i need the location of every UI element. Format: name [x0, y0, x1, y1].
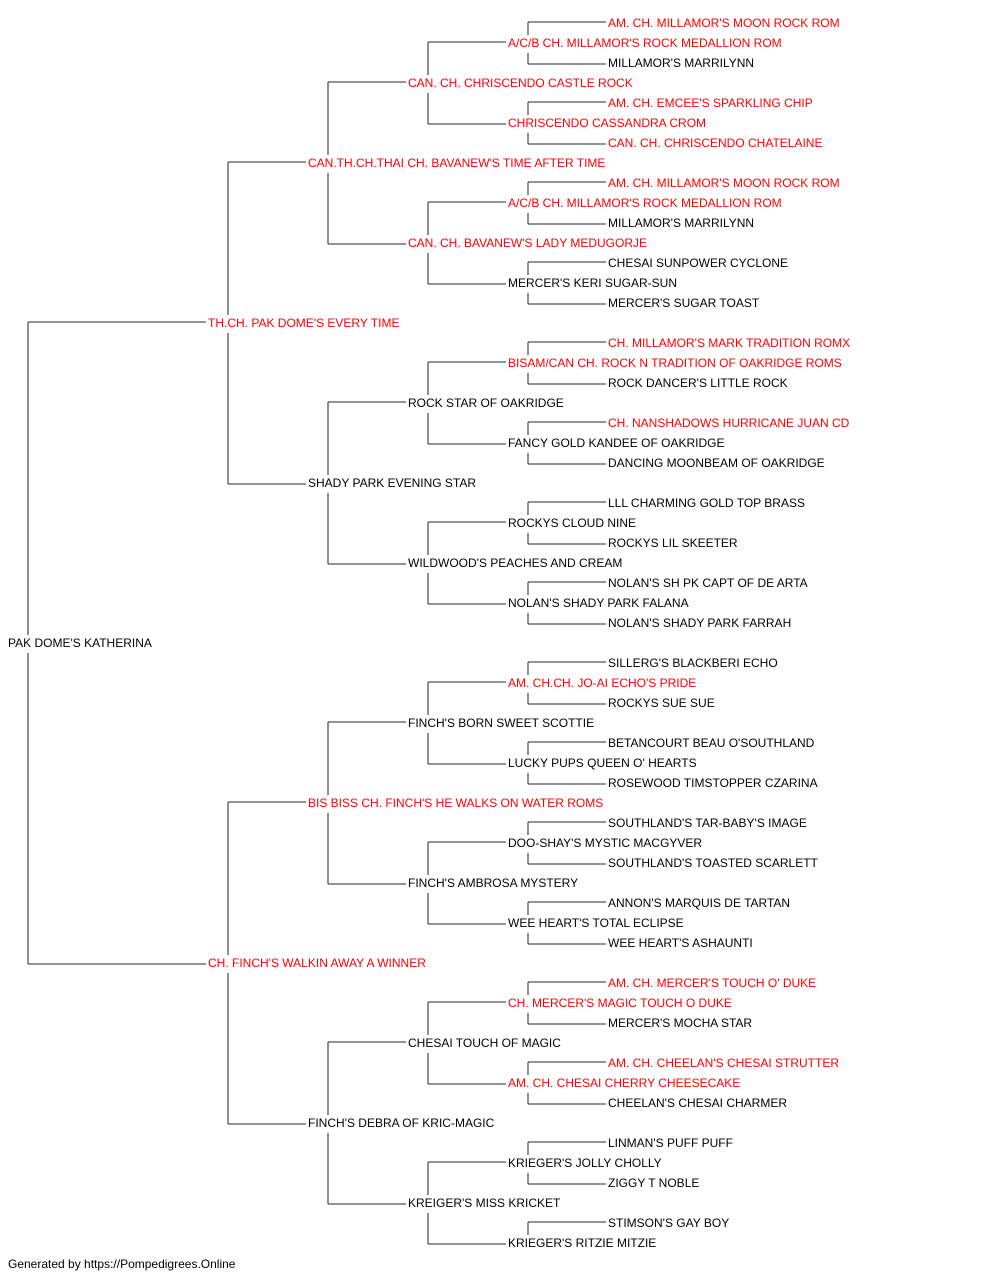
dog-name-root-dam-sire-dam-dam-sire[interactable]: ANNON'S MARQUIS DE TARTAN: [608, 896, 790, 910]
dog-name-root-sire-sire[interactable]: CAN.TH.CH.THAI CH. BAVANEW'S TIME AFTER …: [308, 156, 605, 170]
dog-name-root-sire-dam-dam-dam-sire[interactable]: NOLAN'S SH PK CAPT OF DE ARTA: [608, 576, 808, 590]
dog-name-root-sire-dam-sire-sire-dam[interactable]: ROCK DANCER'S LITTLE ROCK: [608, 376, 788, 390]
dog-name-root-dam-sire-sire-dam-sire[interactable]: BETANCOURT BEAU O'SOUTHLAND: [608, 736, 815, 750]
dog-name-root-sire-sire-sire-dam[interactable]: CHRISCENDO CASSANDRA CROM: [508, 116, 706, 130]
dog-name-root-dam-sire-sire-sire[interactable]: AM. CH.CH. JO-AI ECHO'S PRIDE: [508, 676, 696, 690]
pedigree-tree: PAK DOME'S KATHERINA TH.CH. PAK DOME'S EV…: [8, 16, 850, 1250]
dog-name-root-sire-sire-dam-sire-sire[interactable]: AM. CH. MILLAMOR'S MOON ROCK ROM: [608, 176, 840, 190]
dog-name-root-dam[interactable]: CH. FINCH'S WALKIN AWAY A WINNER: [208, 956, 426, 970]
dog-name-root-dam-sire-dam-sire[interactable]: DOO-SHAY'S MYSTIC MACGYVER: [508, 836, 702, 850]
dog-name-root-sire-sire-dam[interactable]: CAN. CH. BAVANEW'S LADY MEDUGORJE: [408, 236, 647, 250]
dog-name-root-sire-dam-sire-dam-dam[interactable]: DANCING MOONBEAM OF OAKRIDGE: [608, 456, 825, 470]
dog-name-root-dam-dam-sire-sire-sire[interactable]: AM. CH. MERCER'S TOUCH O' DUKE: [608, 976, 816, 990]
dog-name-root-dam-dam-dam-sire-sire[interactable]: LINMAN'S PUFF PUFF: [608, 1136, 733, 1150]
dog-name-root-dam-dam-dam-dam[interactable]: KRIEGER'S RITZIE MITZIE: [508, 1236, 656, 1250]
dog-name-root-sire-sire-dam-dam-sire[interactable]: CHESAI SUNPOWER CYCLONE: [608, 256, 788, 270]
dog-name-root-dam-sire-sire-sire-dam[interactable]: ROCKYS SUE SUE: [608, 696, 715, 710]
dog-name-root-dam-dam-sire-dam-sire[interactable]: AM. CH. CHEELAN'S CHESAI STRUTTER: [608, 1056, 839, 1070]
dog-name-root-sire-sire-dam-sire[interactable]: A/C/B CH. MILLAMOR'S ROCK MEDALLION ROM: [508, 196, 782, 210]
dog-name-root-sire-sire-sire-sire-sire[interactable]: AM. CH. MILLAMOR'S MOON ROCK ROM: [608, 16, 840, 30]
dog-name-root-dam-dam-dam-sire[interactable]: KRIEGER'S JOLLY CHOLLY: [508, 1156, 662, 1170]
dog-name-root-dam-dam-dam-sire-dam[interactable]: ZIGGY T NOBLE: [608, 1176, 699, 1190]
dog-name-root-dam-dam-sire-sire-dam[interactable]: MERCER'S MOCHA STAR: [608, 1016, 752, 1030]
dog-name-root-dam-dam-sire-dam-dam[interactable]: CHEELAN'S CHESAI CHARMER: [608, 1096, 787, 1110]
dog-name-root-sire-dam-dam-sire-dam[interactable]: ROCKYS LIL SKEETER: [608, 536, 738, 550]
dog-name-root-dam-dam[interactable]: FINCH'S DEBRA OF KRIC-MAGIC: [308, 1116, 495, 1130]
dog-name-root-sire-sire-sire-dam-dam[interactable]: CAN. CH. CHRISCENDO CHATELAINE: [608, 136, 822, 150]
dog-name-root-sire-dam-sire-dam-sire[interactable]: CH. NANSHADOWS HURRICANE JUAN CD: [608, 416, 850, 430]
dog-name-root-dam-sire-sire-sire-sire[interactable]: SILLERG'S BLACKBERI ECHO: [608, 656, 778, 670]
dog-name-root-sire[interactable]: TH.CH. PAK DOME'S EVERY TIME: [208, 316, 399, 330]
dog-name-root-sire-sire-dam-dam-dam[interactable]: MERCER'S SUGAR TOAST: [608, 296, 760, 310]
dog-name-root-dam-dam-dam-dam-sire[interactable]: STIMSON'S GAY BOY: [608, 1216, 729, 1230]
dog-name-root-sire-dam-dam-sire-sire[interactable]: LLL CHARMING GOLD TOP BRASS: [608, 496, 805, 510]
dog-name-root-dam-sire-dam-dam-dam[interactable]: WEE HEART'S ASHAUNTI: [608, 936, 753, 950]
dog-name-root-sire-sire-sire-sire[interactable]: A/C/B CH. MILLAMOR'S ROCK MEDALLION ROM: [508, 36, 782, 50]
dog-name-root-sire-dam-dam-sire[interactable]: ROCKYS CLOUD NINE: [508, 516, 636, 530]
dog-name-root-dam-dam-sire-sire[interactable]: CH. MERCER'S MAGIC TOUCH O DUKE: [508, 996, 732, 1010]
dog-name-root-sire-dam[interactable]: SHADY PARK EVENING STAR: [308, 476, 476, 490]
dog-name-root-dam-dam-sire[interactable]: CHESAI TOUCH OF MAGIC: [408, 1036, 561, 1050]
dog-name-root-sire-dam-sire-sire[interactable]: BISAM/CAN CH. ROCK N TRADITION OF OAKRID…: [508, 356, 842, 370]
dog-name-root-sire-sire-sire-dam-sire[interactable]: AM. CH. EMCEE'S SPARKLING CHIP: [608, 96, 813, 110]
dog-name-root-dam-sire[interactable]: BIS BISS CH. FINCH'S HE WALKS ON WATER R…: [308, 796, 603, 810]
dog-name-root-sire-sire-sire[interactable]: CAN. CH. CHRISCENDO CASTLE ROCK: [408, 76, 633, 90]
dog-name-root-sire-dam-sire-sire-sire[interactable]: CH. MILLAMOR'S MARK TRADITION ROMX: [608, 336, 850, 350]
dog-name-root-sire-dam-sire[interactable]: ROCK STAR OF OAKRIDGE: [408, 396, 564, 410]
dog-name-root-sire-dam-sire-dam[interactable]: FANCY GOLD KANDEE OF OAKRIDGE: [508, 436, 725, 450]
dog-name-root-dam-sire-dam[interactable]: FINCH'S AMBROSA MYSTERY: [408, 876, 578, 890]
dog-name-root-sire-dam-dam-dam-dam[interactable]: NOLAN'S SHADY PARK FARRAH: [608, 616, 791, 630]
dog-name-root[interactable]: PAK DOME'S KATHERINA: [8, 636, 152, 650]
dog-name-root-sire-sire-dam-dam[interactable]: MERCER'S KERI SUGAR-SUN: [508, 276, 677, 290]
dog-name-root-sire-sire-sire-sire-dam[interactable]: MILLAMOR'S MARRILYNN: [608, 56, 754, 70]
dog-name-root-dam-sire-sire[interactable]: FINCH'S BORN SWEET SCOTTIE: [408, 716, 594, 730]
dog-name-root-sire-dam-dam-dam[interactable]: NOLAN'S SHADY PARK FALANA: [508, 596, 689, 610]
dog-name-root-sire-sire-dam-sire-dam[interactable]: MILLAMOR'S MARRILYNN: [608, 216, 754, 230]
generated-by-footer: Generated by https://Pompedigrees.Online: [8, 1257, 236, 1271]
dog-name-root-dam-sire-dam-sire-dam[interactable]: SOUTHLAND'S TOASTED SCARLETT: [608, 856, 819, 870]
dog-name-root-dam-sire-dam-sire-sire[interactable]: SOUTHLAND'S TAR-BABY'S IMAGE: [608, 816, 807, 830]
dog-name-root-sire-dam-dam[interactable]: WILDWOOD'S PEACHES AND CREAM: [408, 556, 622, 570]
dog-name-root-dam-sire-sire-dam[interactable]: LUCKY PUPS QUEEN O' HEARTS: [508, 756, 697, 770]
dog-name-root-dam-sire-dam-dam[interactable]: WEE HEART'S TOTAL ECLIPSE: [508, 916, 684, 930]
dog-name-root-dam-dam-dam[interactable]: KREIGER'S MISS KRICKET: [408, 1196, 561, 1210]
dog-name-root-dam-sire-sire-dam-dam[interactable]: ROSEWOOD TIMSTOPPER CZARINA: [608, 776, 818, 790]
dog-name-root-dam-dam-sire-dam[interactable]: AM. CH. CHESAI CHERRY CHEESECAKE: [508, 1076, 740, 1090]
